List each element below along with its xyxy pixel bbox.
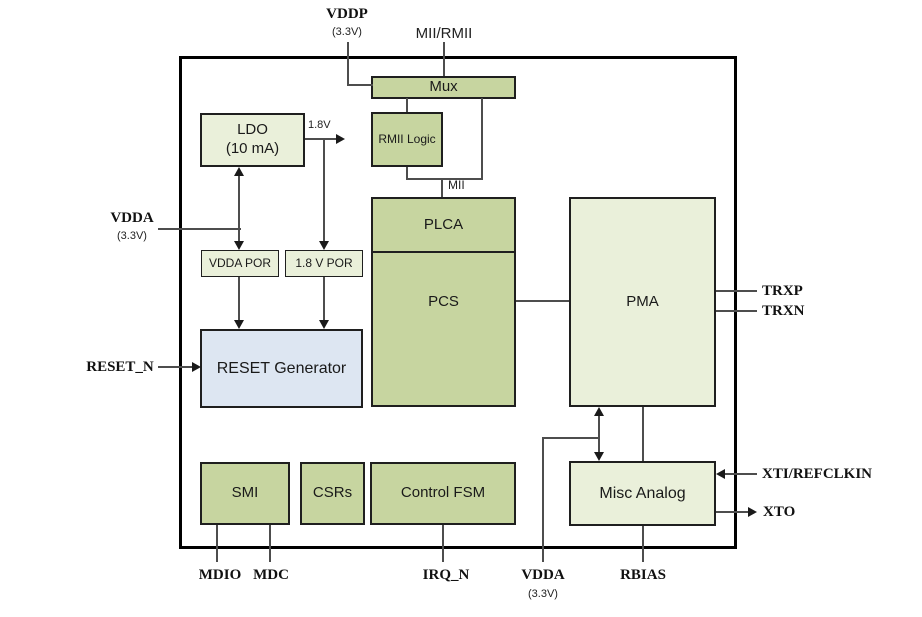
block-ldo: LDO (10 mA) bbox=[200, 113, 305, 167]
block-csrs-label: CSRs bbox=[312, 484, 353, 502]
pin-voltage-vddp: (3.3V) bbox=[332, 26, 362, 38]
wire-mii-join-horizontal bbox=[406, 178, 483, 180]
wire-18v-tap bbox=[323, 138, 325, 242]
block-18v-por: 1.8 V POR bbox=[285, 250, 363, 277]
block-18v-por-label: 1.8 V POR bbox=[295, 256, 353, 270]
block-pma-label: PMA bbox=[626, 292, 659, 310]
wire-pma-misc-bidir bbox=[598, 415, 600, 453]
wire-mdc bbox=[269, 525, 271, 562]
block-misc-analog-label: Misc Analog bbox=[599, 484, 686, 502]
ldo-line1: LDO bbox=[237, 121, 268, 139]
pin-label-irq-n: IRQ_N bbox=[422, 567, 470, 583]
wire-mux-right-drop bbox=[481, 98, 483, 180]
arrowhead-reset-n bbox=[192, 362, 201, 372]
block-control-fsm-label: Control FSM bbox=[400, 484, 486, 502]
wire-pma-to-misc-analog bbox=[642, 407, 644, 461]
arrowhead-xto-out bbox=[748, 507, 757, 517]
chip-boundary-box bbox=[179, 56, 737, 549]
arrowhead-xti-in bbox=[716, 469, 725, 479]
block-misc-analog: Misc Analog bbox=[569, 461, 716, 526]
pin-label-vdda-left: VDDA bbox=[110, 210, 154, 226]
wire-vdda-bottom-horizontal bbox=[542, 437, 600, 439]
wire-trxp bbox=[716, 290, 757, 292]
wire-vdda-bottom-vertical bbox=[542, 437, 544, 562]
pin-label-vddp: VDDP bbox=[326, 6, 368, 22]
wire-mux-to-rmii-logic bbox=[406, 98, 408, 112]
pin-label-reset-n: RESET_N bbox=[86, 359, 154, 375]
arrowhead-18v-out bbox=[336, 134, 345, 144]
pin-label-trxp: TRXP bbox=[762, 283, 803, 299]
wire-vdda-left-rail bbox=[158, 228, 241, 230]
pin-voltage-vdda-bottom: (3.3V) bbox=[528, 588, 558, 600]
wire-irq-n bbox=[442, 525, 444, 562]
pin-label-mii-rmii: MII/RMII bbox=[415, 25, 473, 42]
wire-vdda-por-to-reset bbox=[238, 277, 240, 321]
arrowhead-reset-in-right bbox=[319, 320, 329, 329]
block-smi: SMI bbox=[200, 462, 290, 525]
block-vdda-por: VDDA POR bbox=[201, 250, 279, 277]
ldo-line2: (10 mA) bbox=[225, 140, 280, 157]
wire-18v-por-to-reset bbox=[323, 277, 325, 321]
arrowhead-misc-analog-in bbox=[594, 452, 604, 461]
block-plca-label: PLCA bbox=[423, 215, 464, 233]
pin-voltage-vdda-left: (3.3V) bbox=[117, 230, 147, 242]
block-smi-label: SMI bbox=[231, 484, 259, 502]
wire-pcs-to-pma bbox=[516, 300, 569, 302]
pin-label-vdda-bottom: VDDA bbox=[521, 567, 565, 583]
pin-label-xto: XTO bbox=[763, 504, 796, 520]
wire-vdda-to-ldo-por bbox=[238, 175, 240, 242]
arrowhead-reset-in-left bbox=[234, 320, 244, 329]
block-csrs: CSRs bbox=[300, 462, 365, 525]
block-mux: Mux bbox=[371, 76, 516, 99]
block-pma: PMA bbox=[569, 197, 716, 407]
block-control-fsm: Control FSM bbox=[370, 462, 516, 525]
pin-label-trxn: TRXN bbox=[762, 303, 805, 319]
net-label-18v: 1.8V bbox=[308, 119, 331, 131]
wire-mdio bbox=[216, 525, 218, 562]
wire-vddp-horizontal bbox=[347, 84, 373, 86]
wire-xto bbox=[716, 511, 749, 513]
wire-reset-n bbox=[158, 366, 194, 368]
block-rmii-logic-label: RMII Logic bbox=[378, 132, 436, 146]
pin-label-mdio: MDIO bbox=[198, 567, 242, 583]
block-pcs-label: PCS bbox=[428, 293, 459, 310]
pin-label-xti-refclkin: XTI/REFCLKIN bbox=[762, 466, 873, 482]
arrowhead-18v-por-in bbox=[319, 241, 329, 250]
arrowhead-pma-in bbox=[594, 407, 604, 416]
pin-label-rbias: RBIAS bbox=[620, 567, 666, 583]
wire-mii-rmii-vertical bbox=[443, 42, 445, 76]
wire-rmii-logic-drop bbox=[406, 167, 408, 180]
block-plca-pcs: PLCA PCS bbox=[371, 197, 516, 407]
block-vdda-por-label: VDDA POR bbox=[208, 256, 271, 270]
wire-vddp-vertical bbox=[347, 42, 349, 86]
block-ldo-label: LDO (10 mA) bbox=[226, 121, 279, 159]
block-plca: PLCA bbox=[373, 199, 514, 253]
net-label-mii: MII bbox=[448, 178, 465, 192]
block-reset-generator-label: RESET Generator bbox=[216, 359, 347, 377]
wire-trxn bbox=[716, 310, 757, 312]
wire-rbias bbox=[642, 526, 644, 562]
wire-ldo-18v-out bbox=[305, 138, 336, 140]
block-reset-generator: RESET Generator bbox=[200, 329, 363, 408]
block-rmii-logic: RMII Logic bbox=[371, 112, 443, 167]
arrowhead-ldo-in bbox=[234, 167, 244, 176]
pin-label-mdc: MDC bbox=[253, 567, 289, 583]
wire-mii-to-plca bbox=[441, 178, 443, 197]
arrowhead-vdda-por-in bbox=[234, 241, 244, 250]
block-mux-label: Mux bbox=[429, 78, 458, 96]
wire-xti-refclkin bbox=[724, 473, 757, 475]
